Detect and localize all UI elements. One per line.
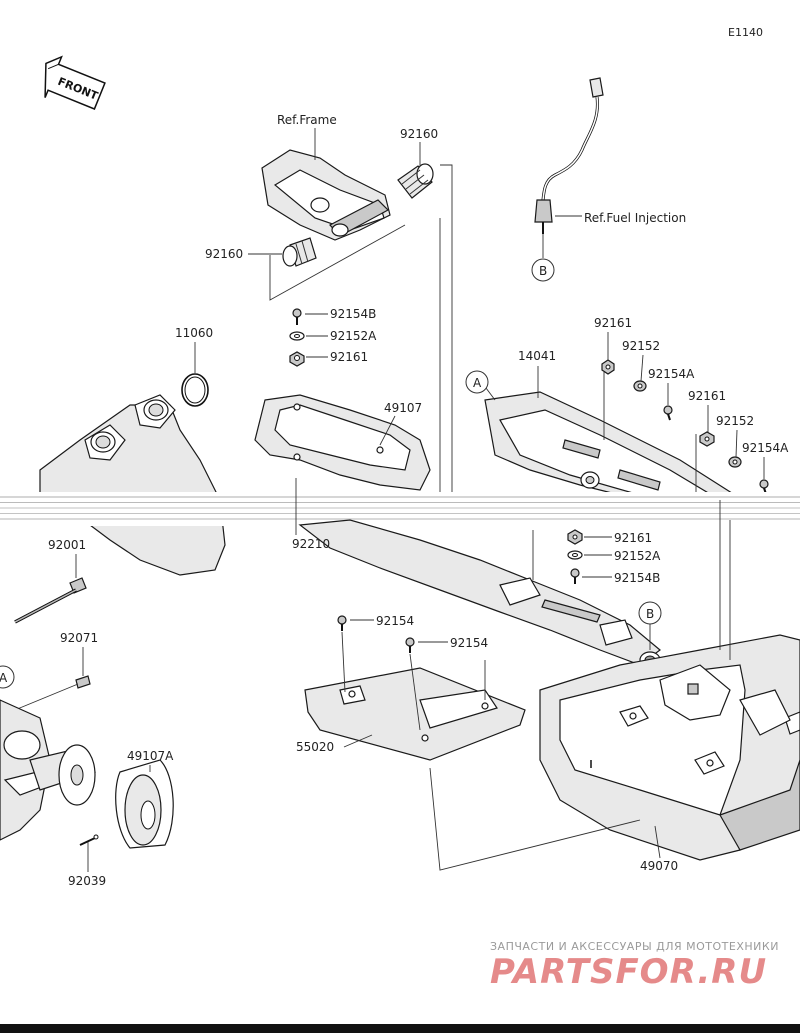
label-11060: 11060 bbox=[175, 326, 213, 340]
marker-a-top bbox=[465, 370, 489, 394]
o2-sensor bbox=[534, 77, 604, 234]
label-92154A-r2: 92154A bbox=[742, 441, 789, 455]
marker-b-top bbox=[531, 258, 555, 282]
bolt-92154A-r1 bbox=[663, 405, 673, 421]
marker-a-top-label: A bbox=[473, 376, 482, 390]
nut-92161-mid bbox=[567, 529, 583, 545]
label-92152A-mid: 92152A bbox=[614, 549, 661, 563]
heat-guard-49107 bbox=[254, 394, 431, 491]
washer-92152-r2 bbox=[728, 456, 742, 468]
label-92161-mid: 92161 bbox=[614, 531, 652, 545]
label-92154-b: 92154 bbox=[450, 636, 488, 650]
label-92154B-mid: 92154B bbox=[614, 571, 660, 585]
label-92161-r1: 92161 bbox=[594, 316, 632, 330]
label-92210: 92210 bbox=[292, 537, 330, 551]
marker-b-mid-label: B bbox=[646, 607, 654, 621]
watermark-tagline: ЗАПЧАСТИ И АКСЕССУАРЫ ДЛЯ МОТОТЕХНИКИ bbox=[490, 940, 779, 953]
muffler-49070 bbox=[539, 634, 800, 861]
left-muffler-end bbox=[0, 699, 62, 841]
nut-92161-r2 bbox=[699, 431, 715, 447]
marker-a-left bbox=[0, 665, 15, 689]
label-92154B-top: 92154B bbox=[330, 307, 376, 321]
bolt-92001 bbox=[14, 577, 87, 624]
bolt-92154B-top bbox=[292, 308, 302, 325]
label-92154A-r1: 92154A bbox=[648, 367, 695, 381]
label-92152-r1: 92152 bbox=[622, 339, 660, 353]
marker-b-top-label: B bbox=[539, 264, 547, 278]
label-92039: 92039 bbox=[68, 874, 106, 888]
frame-bracket bbox=[261, 149, 391, 241]
washer-92152A-mid bbox=[567, 550, 583, 560]
main-exhaust-pipe bbox=[298, 519, 661, 669]
screw-92154-b bbox=[405, 637, 415, 653]
label-49107A: 49107A bbox=[127, 749, 174, 763]
washer-92152-r1 bbox=[633, 380, 647, 392]
bolt-92154B-mid bbox=[570, 568, 580, 584]
label-92160-top: 92160 bbox=[400, 127, 438, 141]
label-92152A-top: 92152A bbox=[330, 329, 377, 343]
label-92001: 92001 bbox=[48, 538, 86, 552]
gasket-11060 bbox=[181, 373, 209, 407]
heat-guard-14041 bbox=[484, 391, 746, 526]
screw-92154-a bbox=[337, 615, 347, 631]
label-92152-r2: 92152 bbox=[716, 414, 754, 428]
label-14041: 14041 bbox=[518, 349, 556, 363]
cover-55020 bbox=[304, 667, 526, 761]
label-92161-top: 92161 bbox=[330, 350, 368, 364]
label-49070: 49070 bbox=[640, 859, 678, 873]
label-92161-r2: 92161 bbox=[688, 389, 726, 403]
label-92154-a: 92154 bbox=[376, 614, 414, 628]
bushing-92160-left bbox=[282, 237, 317, 267]
bushing-92160-top bbox=[397, 163, 434, 199]
ref-fuel-injection-label: Ref.Fuel Injection bbox=[584, 211, 686, 225]
nut-92161-r1 bbox=[601, 359, 615, 375]
marker-a-left-label: A bbox=[0, 671, 8, 685]
scan-noise-band bbox=[0, 492, 800, 526]
label-55020: 55020 bbox=[296, 740, 334, 754]
label-49107: 49107 bbox=[384, 401, 422, 415]
watermark-logo: PARTSFOR.RU bbox=[490, 952, 768, 992]
bolt-92154A-r2 bbox=[759, 479, 769, 495]
end-cap-49107A bbox=[29, 744, 174, 849]
bottom-border bbox=[0, 1024, 800, 1033]
nut-92161-top bbox=[289, 351, 305, 367]
washer-92152A-top bbox=[289, 331, 305, 341]
exhaust-header-pipe bbox=[39, 394, 226, 576]
label-92071: 92071 bbox=[60, 631, 98, 645]
ref-frame-label: Ref.Frame bbox=[277, 113, 337, 127]
label-92160-left: 92160 bbox=[205, 247, 243, 261]
front-arrow-icon: FRONT bbox=[44, 55, 106, 110]
clip-92071 bbox=[75, 675, 91, 689]
pin-92039 bbox=[79, 834, 99, 846]
diagram-code: E1140 bbox=[728, 26, 763, 39]
